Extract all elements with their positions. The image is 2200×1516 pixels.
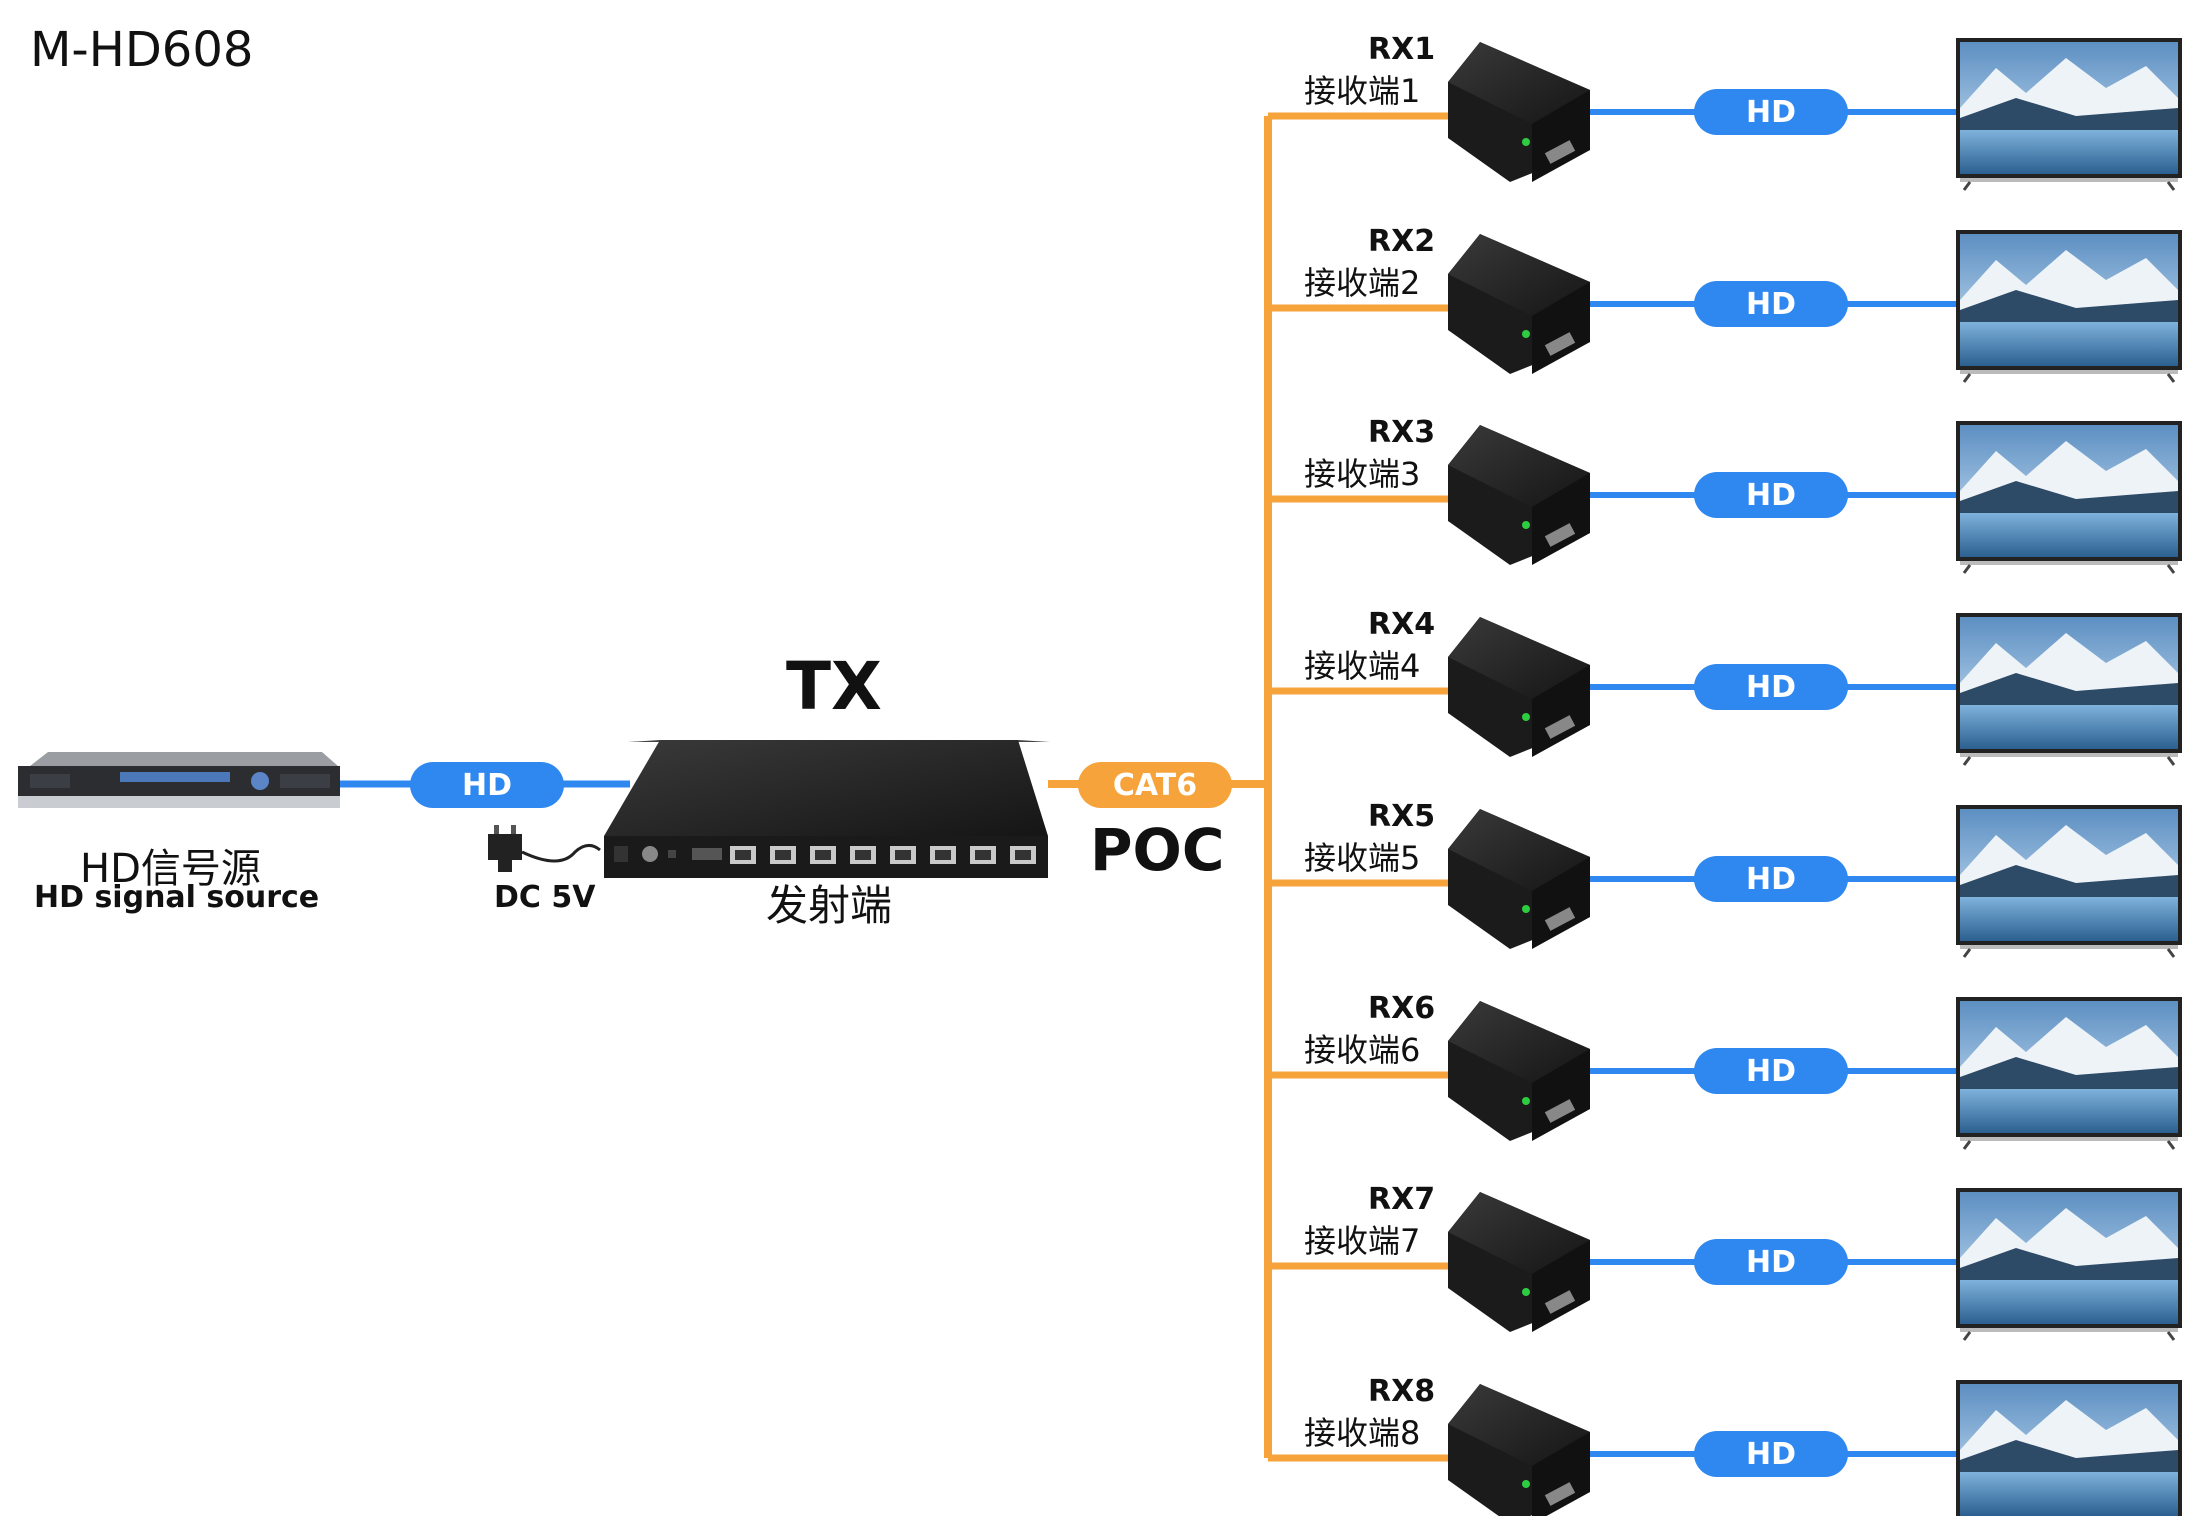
rx-device	[1448, 1192, 1590, 1332]
rx-device	[1448, 809, 1590, 949]
hdmi-output-pill: HD	[1694, 856, 1848, 902]
tv-display	[1956, 613, 2182, 766]
receiver-unit	[1268, 421, 2182, 574]
hdmi-output-pill: HD	[1694, 1431, 1848, 1477]
rx-id-label: RX1	[1368, 32, 1436, 67]
rx-cn-label: 接收端3	[1304, 455, 1421, 493]
rx-cn-label: 接收端6	[1304, 1031, 1421, 1069]
rj45-port-inner	[975, 850, 991, 860]
rx-id-label: RX8	[1368, 1374, 1436, 1409]
receiver-unit	[1268, 1188, 2182, 1341]
source-label-en: HD signal source	[34, 880, 320, 915]
rx-cn-label: 接收端1	[1304, 72, 1421, 110]
rx-cn-label: 接收端4	[1304, 647, 1421, 685]
tx-label: TX	[786, 648, 882, 725]
rx-cn-label: 接收端5	[1304, 839, 1421, 877]
tv-display	[1956, 1188, 2182, 1341]
rx-cn-label: 接收端2	[1304, 264, 1421, 302]
tv-display	[1956, 997, 2182, 1150]
tx-label-cn: 发射端	[766, 881, 893, 930]
rx-device	[1448, 617, 1590, 757]
rx-id-label: RX2	[1368, 224, 1436, 259]
rx-id-label: RX4	[1368, 607, 1436, 642]
hdmi-output-pill: HD	[1694, 1239, 1848, 1285]
rj45-port-inner	[855, 850, 871, 860]
rj45-port-inner	[815, 850, 831, 860]
rx-device	[1448, 425, 1590, 565]
hdmi-input-pill: HD	[410, 762, 564, 808]
rj45-port-inner	[775, 850, 791, 860]
rx-id-label: RX7	[1368, 1182, 1436, 1217]
rx-id-label: RX5	[1368, 799, 1436, 834]
rx-device	[1448, 1001, 1590, 1141]
tv-display	[1956, 805, 2182, 958]
receiver-unit	[1268, 613, 2182, 766]
rx-device	[1448, 234, 1590, 374]
power-adapter-icon	[488, 825, 601, 872]
tv-display	[1956, 230, 2182, 383]
rj45-port-inner	[935, 850, 951, 860]
cat6-pill: CAT6	[1078, 762, 1232, 808]
rx-id-label: RX6	[1368, 991, 1436, 1026]
hd-source-device	[18, 752, 340, 808]
receiver-unit	[1268, 230, 2182, 383]
receiver-unit	[1268, 1380, 2182, 1516]
hdmi-output-pill: HD	[1694, 281, 1848, 327]
tv-display	[1956, 1380, 2182, 1516]
model-title: M-HD608	[30, 22, 254, 78]
hdmi-output-pill: HD	[1694, 664, 1848, 710]
hdmi-output-pill: HD	[1694, 1048, 1848, 1094]
rx-device	[1448, 1384, 1590, 1516]
source-label-cn: HD信号源	[80, 846, 261, 892]
tx-device	[604, 740, 1050, 878]
tv-display	[1956, 38, 2182, 191]
receiver-unit	[1268, 38, 2182, 191]
rx-device	[1448, 42, 1590, 182]
receiver-unit	[1268, 997, 2182, 1150]
rx-cn-label: 接收端8	[1304, 1414, 1421, 1452]
hdmi-output-pill: HD	[1694, 89, 1848, 135]
power-label: DC 5V	[494, 880, 596, 915]
tx-rj45-ports	[730, 846, 1036, 864]
rx-cn-label: 接收端7	[1304, 1222, 1421, 1260]
rj45-port-inner	[735, 850, 751, 860]
rj45-port-inner	[895, 850, 911, 860]
tv-display	[1956, 421, 2182, 574]
rx-id-label: RX3	[1368, 415, 1436, 450]
rj45-port-inner	[1015, 850, 1031, 860]
hdmi-output-pill: HD	[1694, 472, 1848, 518]
poc-label: POC	[1090, 816, 1225, 884]
